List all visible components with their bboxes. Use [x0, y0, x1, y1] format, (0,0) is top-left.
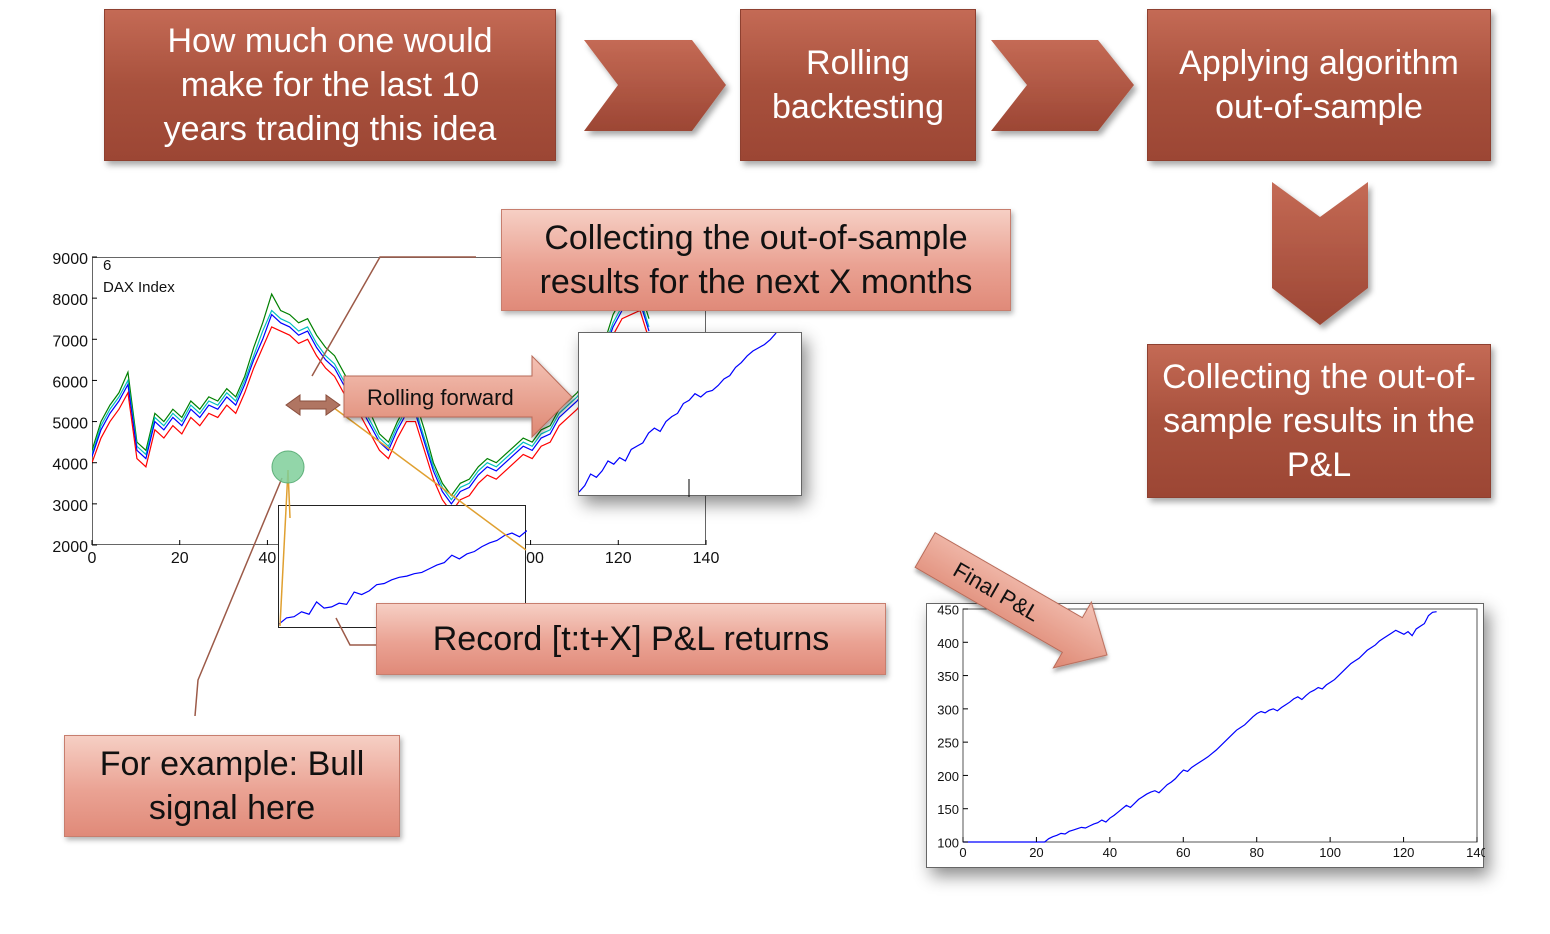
step-box-backtest-question: How much one would make for the last 10 … [104, 9, 556, 161]
recorded-series-line-1 [278, 530, 528, 625]
out-of-sample-window-panel [578, 332, 802, 497]
final-pnl-y-tick-label: 100 [937, 836, 959, 851]
final-pnl-x-tick-label: 100 [1319, 845, 1341, 860]
chevron-down-icon [1272, 182, 1368, 325]
collecting-leader-line [311, 256, 476, 377]
final-pnl-x-tick-label: 20 [1029, 845, 1043, 860]
dax-y-tick-label: 7000 [52, 333, 88, 350]
final-pnl-y-tick-label: 450 [937, 604, 959, 618]
chevron-right-icon [991, 40, 1134, 131]
dax-y-tick-label: 9000 [52, 251, 88, 268]
final-pnl-series-line-1 [963, 611, 1437, 843]
final-pnl-x-tick-label: 80 [1249, 845, 1263, 860]
out-of-sample-window-chart [578, 332, 777, 497]
dax-x-tick-label: 140 [693, 550, 720, 567]
final-pnl-chart: 0 20 40 60 80 100 120 140 100 150 200 250 300 350 400 4… [937, 603, 1488, 861]
dax-y-tick-label: 8000 [52, 292, 88, 309]
step-label: Rolling backtesting [772, 43, 944, 126]
dax-x-tick-label: 20 [171, 550, 189, 567]
example-leader-line [194, 477, 283, 717]
dax-x-tick-label: 120 [605, 550, 632, 567]
rolling-forward-arrow [343, 354, 573, 439]
dax-y-tick-label: 6000 [52, 374, 88, 391]
step-label: Collecting the out-of-sample results in … [1162, 357, 1476, 485]
callout-label: Collecting the out-of-sample results for… [539, 218, 973, 301]
rolling-forward-label: Rolling forward [367, 385, 514, 410]
final-pnl-y-tick-label: 150 [937, 802, 959, 817]
final-pnl-x-tick-label: 140 [1466, 845, 1485, 860]
projection-line [279, 469, 289, 627]
final-pnl-y-tick-label: 350 [937, 669, 959, 684]
dax-y-tick-label: 5000 [52, 416, 88, 433]
final-pnl-x-tick-label: 60 [1176, 845, 1190, 860]
projection-line [329, 404, 527, 551]
bull-signal-marker [271, 450, 305, 484]
window-series-line-1 [578, 332, 777, 493]
final-pnl-arrow [914, 531, 1108, 669]
dax-series-line-4 [92, 309, 650, 514]
chevron-right-icon [584, 40, 726, 131]
dax-x-tick-label: 0 [88, 550, 97, 567]
dax-y-tick-label: 3000 [52, 498, 88, 515]
final-pnl-y-tick-label: 400 [937, 636, 959, 651]
final-pnl-y-tick-label: 200 [937, 769, 959, 784]
step-label: How much one would make for the last 10 … [163, 21, 497, 149]
dax-y-tick-label: 2000 [52, 539, 88, 556]
dax-y-tick-label: 4000 [52, 457, 88, 474]
recorded-returns-chart [278, 530, 528, 625]
step-box-collecting-pnl: Collecting the out-of-sample results in … [1147, 344, 1491, 498]
final-pnl-axes [962, 608, 1478, 843]
window-double-arrow [285, 394, 341, 416]
final-pnl-panel: 0 20 40 60 80 100 120 140 100 150 200 250 300 350 400 4… [926, 603, 1488, 868]
callout-bull-signal: For example: Bull signal here [64, 735, 400, 837]
dax-series-line-2 [92, 297, 650, 501]
callout-label: For example: Bull signal here [99, 744, 365, 827]
dax-title: DAX Index [103, 279, 175, 296]
dax-x-tick-label: 40 [259, 550, 277, 567]
step-box-rolling-backtesting: Rolling backtesting [740, 9, 976, 161]
step-box-applying-algorithm: Applying algorithm out-of-sample [1147, 9, 1491, 161]
record-leader-line [335, 617, 376, 646]
callout-collecting-results: Collecting the out-of-sample results for… [501, 209, 1011, 311]
callout-label: Record [t:t+X] P&L returns [432, 619, 830, 658]
dax-corner-label: 6 [103, 257, 111, 274]
final-pnl-y-tick-label: 250 [937, 736, 959, 751]
final-pnl-x-tick-label: 40 [1103, 845, 1117, 860]
step-label: Applying algorithm out-of-sample [1179, 43, 1459, 126]
callout-record-returns: Record [t:t+X] P&L returns [376, 603, 886, 675]
final-pnl-x-tick-label: 120 [1393, 845, 1415, 860]
dax-series-line-3 [92, 301, 650, 505]
final-pnl-y-tick-label: 300 [937, 702, 959, 717]
final-pnl-x-tick-label: 0 [959, 845, 966, 860]
